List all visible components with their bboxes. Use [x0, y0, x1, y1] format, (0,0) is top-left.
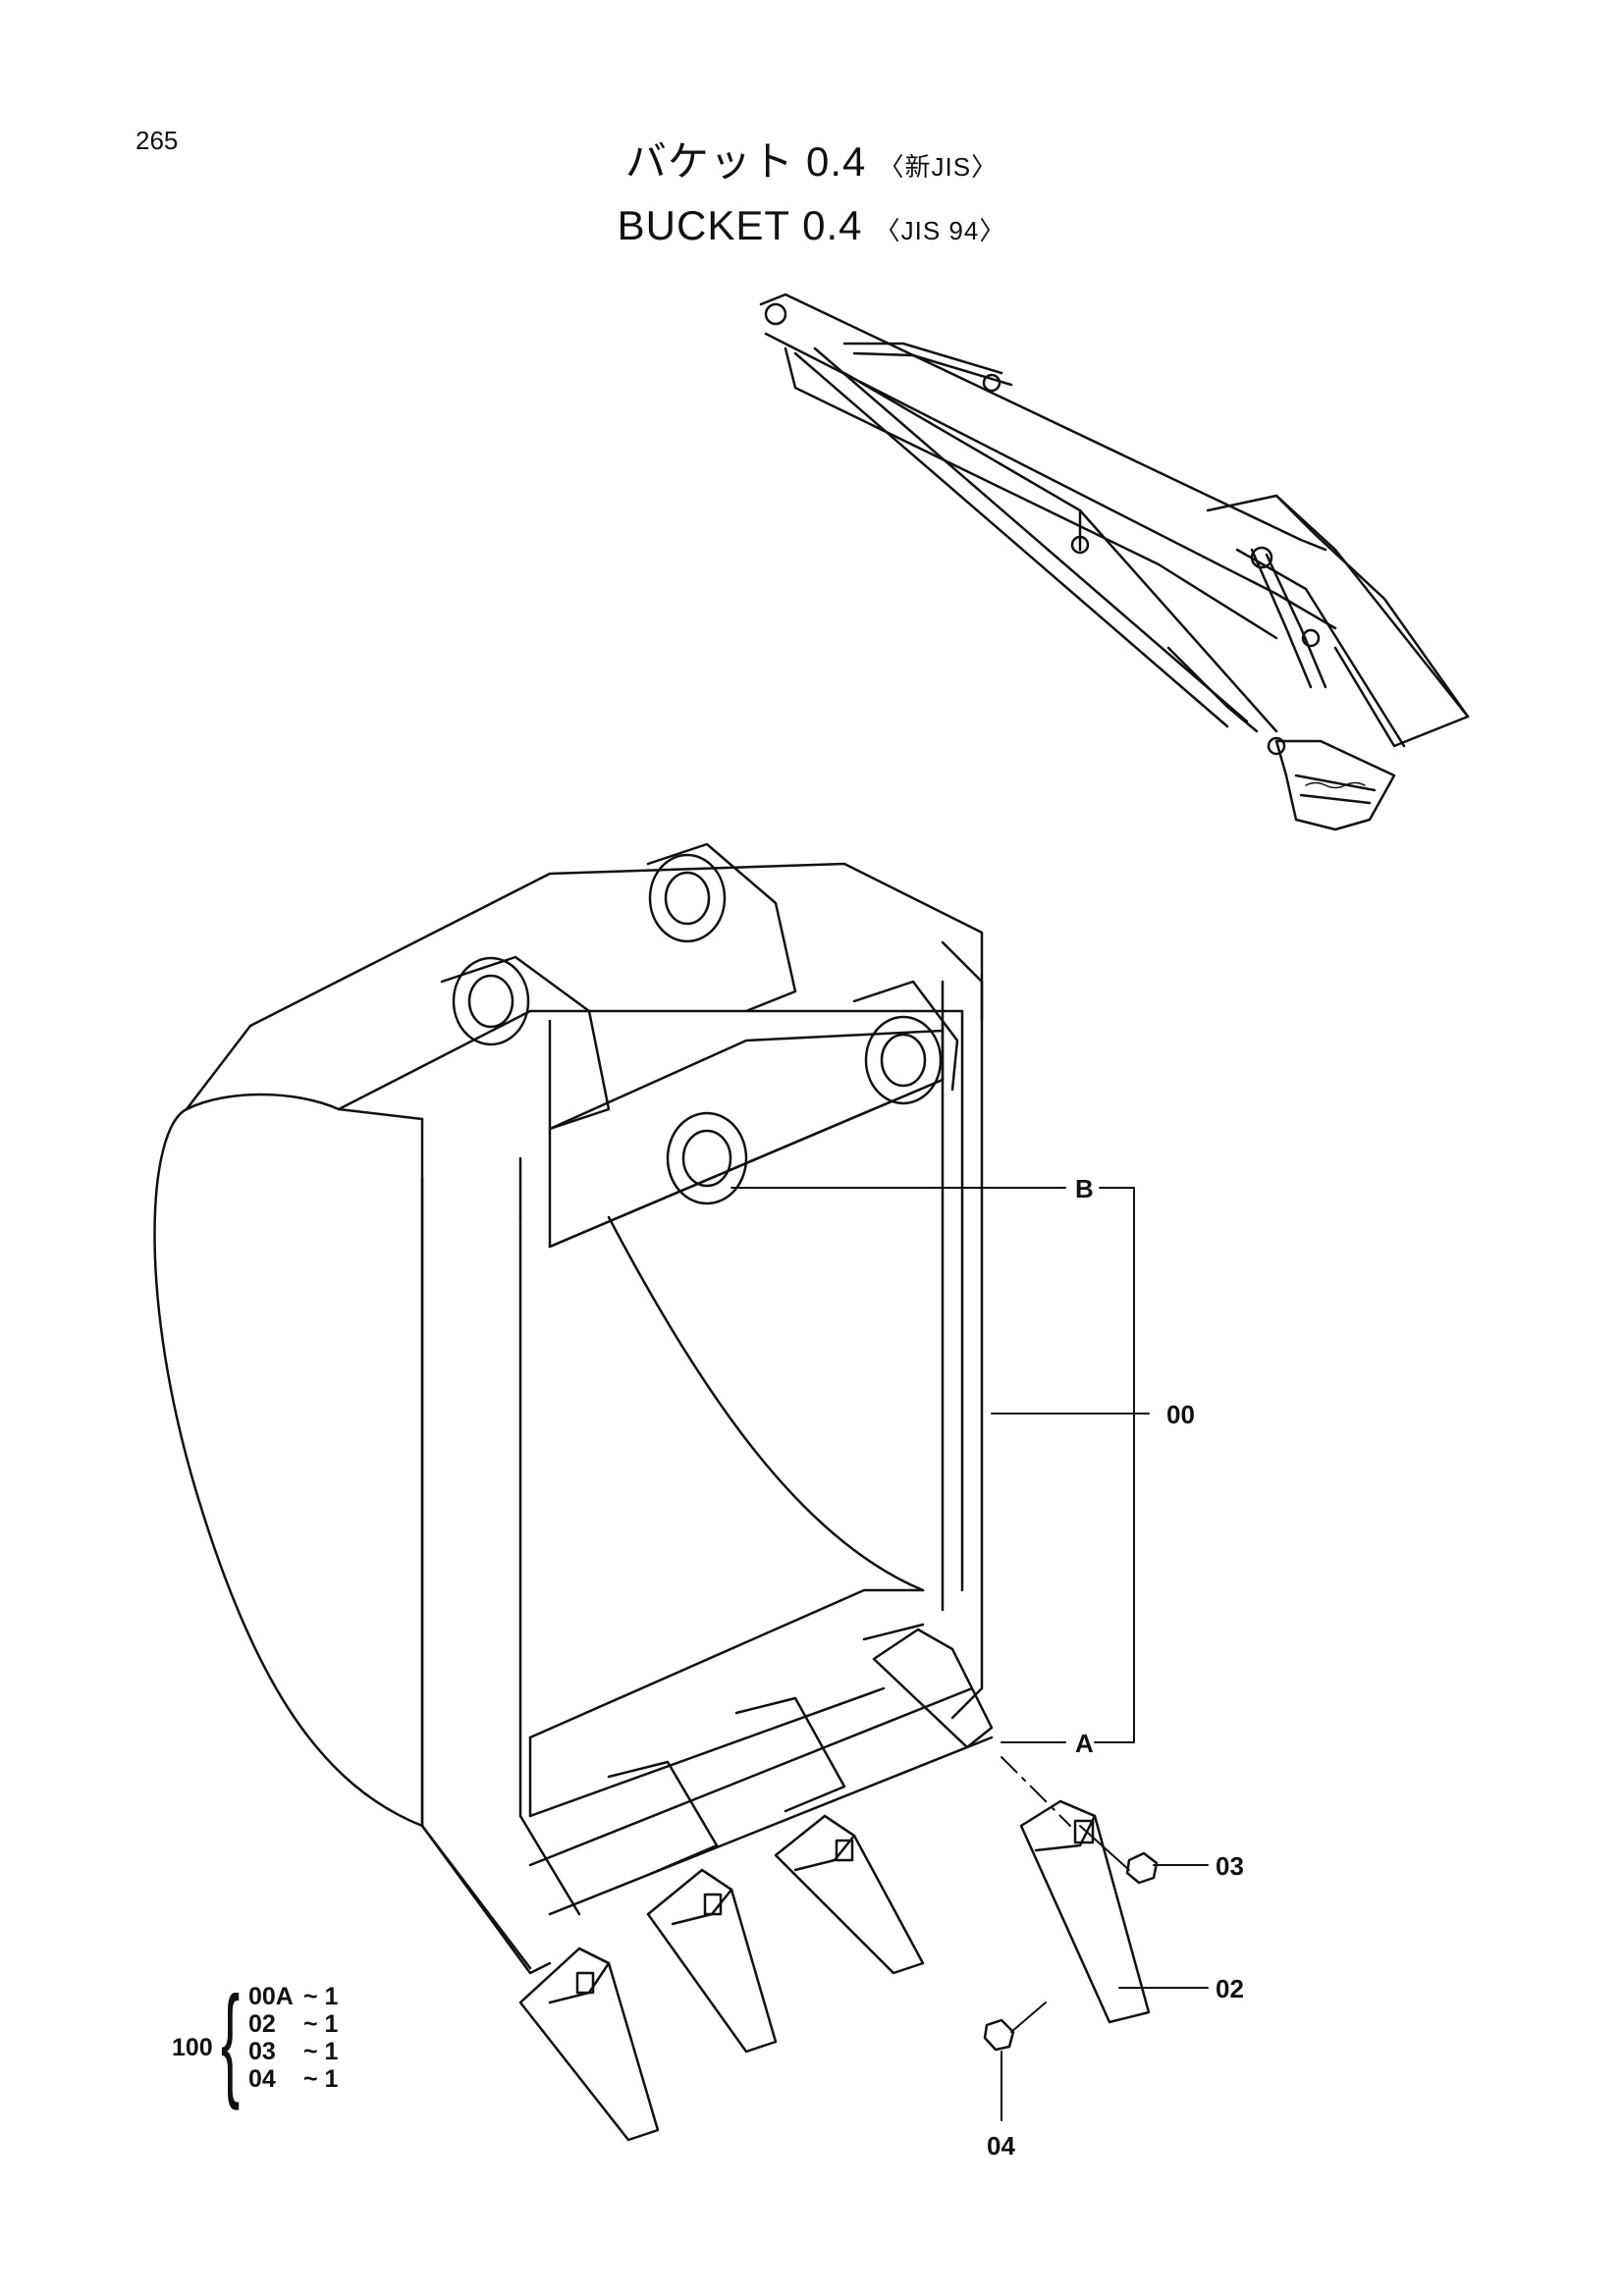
quantity-code: 03 [248, 2038, 276, 2065]
title-jp-capacity: 0.4 [806, 138, 867, 185]
quantity-value: ~ 1 [303, 1983, 339, 2010]
callout-part-04: 04 [987, 2131, 1015, 2161]
quantity-code: 00A [248, 1983, 294, 2010]
quantity-value: ~ 1 [303, 2065, 339, 2093]
page-title: バケット 0.4 〈新JIS〉 BUCKET 0.4 〈JIS 94〉 [0, 133, 1623, 260]
callout-b: B [1075, 1174, 1094, 1203]
quantity-parent-code: 100 [172, 2034, 213, 2061]
quantity-value: ~ 1 [303, 2038, 339, 2065]
title-jp-name: バケット [624, 138, 794, 185]
bucket-illustration [153, 842, 994, 2142]
quantity-row: 04 ~ 1 [248, 2065, 338, 2093]
title-japanese: バケット 0.4 〈新JIS〉 [0, 133, 1623, 196]
quantity-row: 00A ~ 1 [248, 1983, 338, 2010]
page-number: 265 [135, 126, 179, 155]
title-jp-standard: 〈新JIS〉 [878, 152, 999, 182]
title-english: BUCKET 0.4 〈JIS 94〉 [0, 196, 1623, 260]
title-en-standard: 〈JIS 94〉 [874, 216, 1006, 245]
quantity-value: ~ 1 [303, 2010, 339, 2038]
quantity-code: 04 [248, 2065, 276, 2093]
arm-overview-illustration [759, 293, 1470, 831]
exploded-tooth-parts [983, 1756, 1159, 2052]
quantity-row: 02 ~ 1 [248, 2010, 338, 2038]
brace-symbol: { [221, 1971, 241, 2111]
title-en-capacity: 0.4 [802, 202, 863, 248]
quantity-code: 02 [248, 2010, 276, 2038]
title-en-name: BUCKET [617, 202, 790, 248]
callout-part-02: 02 [1216, 1974, 1244, 2003]
bucket-teeth [518, 1623, 994, 2142]
callout-a: A [1075, 1729, 1094, 1758]
leader-lines [730, 1187, 1209, 2121]
callout-part-03: 03 [1216, 1851, 1244, 1881]
callout-assembly-00: 00 [1166, 1400, 1195, 1429]
quantity-list: 00A ~ 1 02 ~ 1 03 ~ 1 04 ~ 1 [248, 1983, 338, 2093]
quantity-row: 03 ~ 1 [248, 2038, 338, 2065]
